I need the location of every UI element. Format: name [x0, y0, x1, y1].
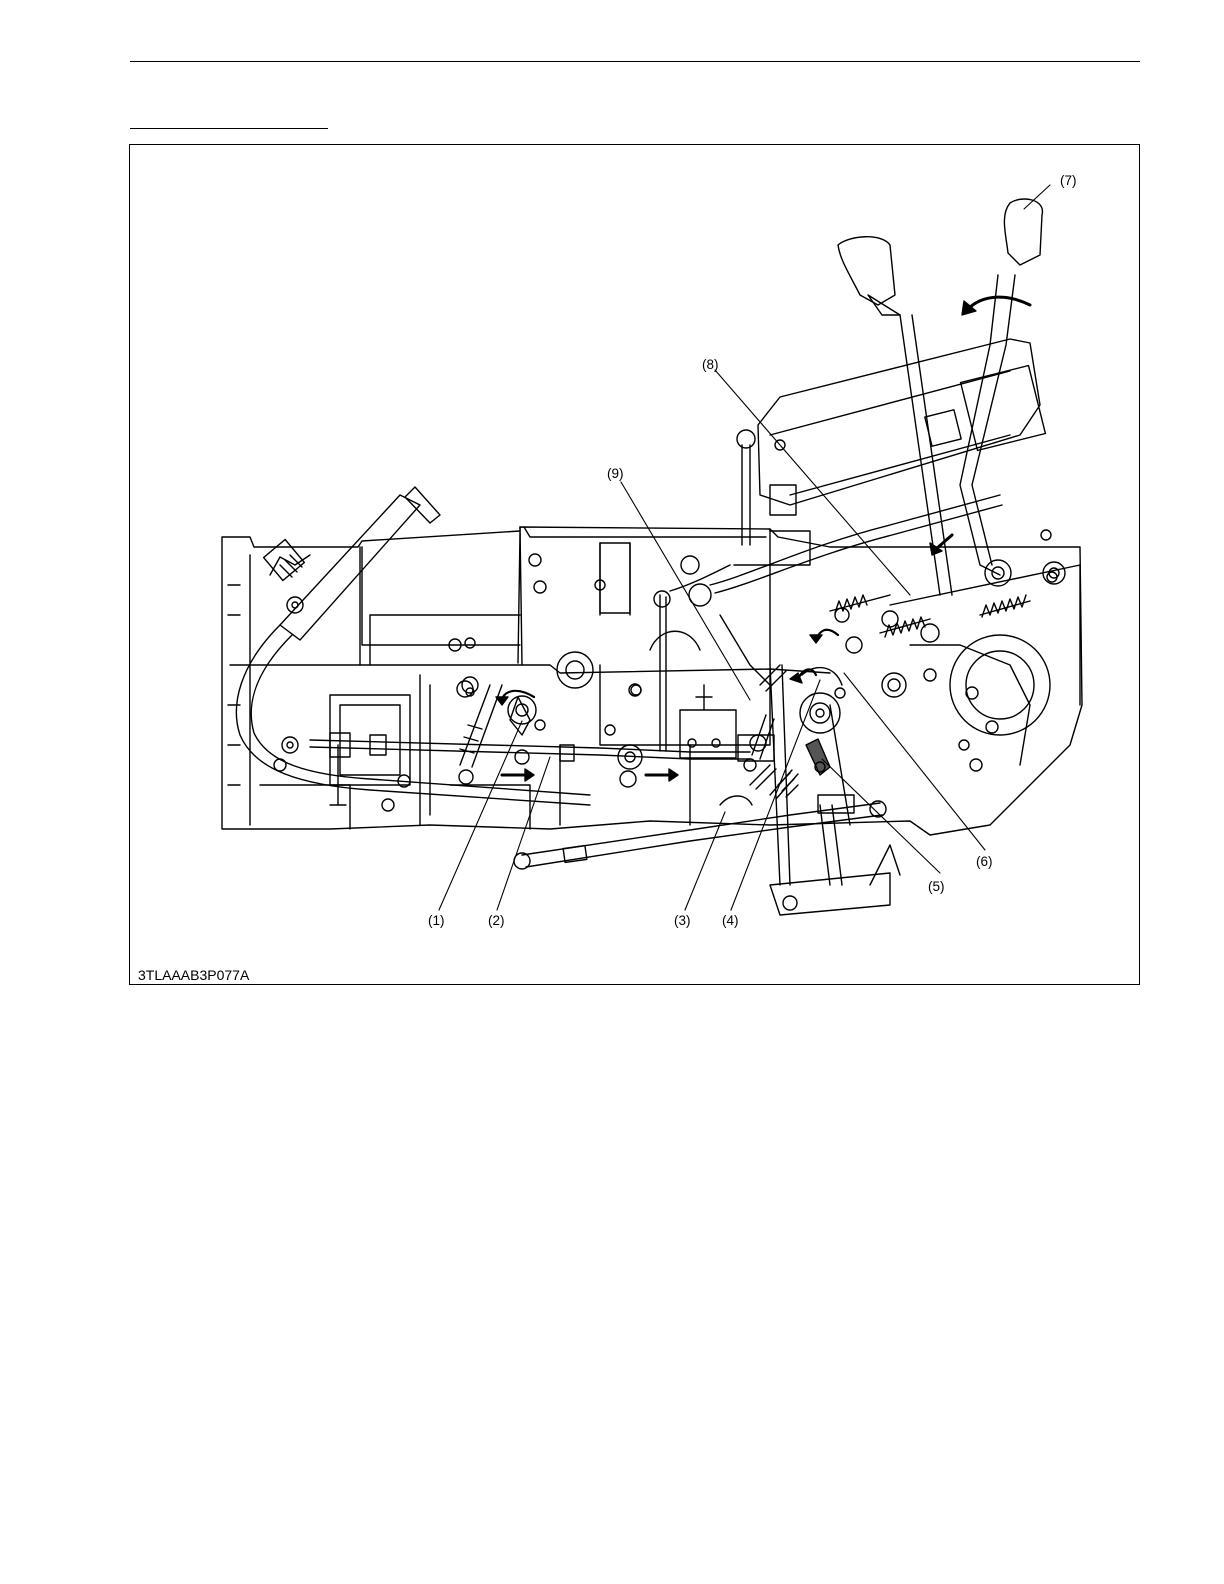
linkage-diagram: (1) (2) (3) (4) (5) (6) (7) (8) (9)	[130, 145, 1141, 986]
tension-springs	[830, 562, 1065, 697]
lower-link-rod	[514, 765, 886, 869]
callout-5: (5)	[928, 879, 945, 894]
callout-1: (1)	[428, 913, 445, 928]
brake-pedal	[264, 487, 440, 640]
lever-guide-plate	[734, 339, 1045, 565]
motion-arrows	[496, 297, 1030, 781]
callout-6: (6)	[976, 854, 993, 869]
figure-code: 3TLAAAB3P077A	[138, 967, 249, 983]
callout-9: (9)	[607, 466, 624, 481]
callout-4: (4)	[722, 913, 739, 928]
callout-7: (7)	[1060, 173, 1077, 188]
mounting-block	[680, 685, 774, 761]
section-title-rule	[130, 128, 328, 129]
header-rule	[130, 61, 1140, 62]
upper-housing	[360, 527, 770, 697]
figure-frame: (1) (2) (3) (4) (5) (6) (7) (8) (9) 3TLA…	[129, 144, 1140, 985]
callout-8: (8)	[702, 357, 719, 372]
right-linkage	[770, 665, 900, 915]
callout-labels: (1) (2) (3) (4) (5) (6) (7) (8) (9)	[428, 173, 1077, 928]
control-levers	[838, 199, 1042, 595]
callout-2: (2)	[488, 913, 505, 928]
return-rod	[236, 625, 590, 805]
callout-3: (3)	[674, 913, 691, 928]
arrow-curved-lever	[968, 297, 1030, 309]
